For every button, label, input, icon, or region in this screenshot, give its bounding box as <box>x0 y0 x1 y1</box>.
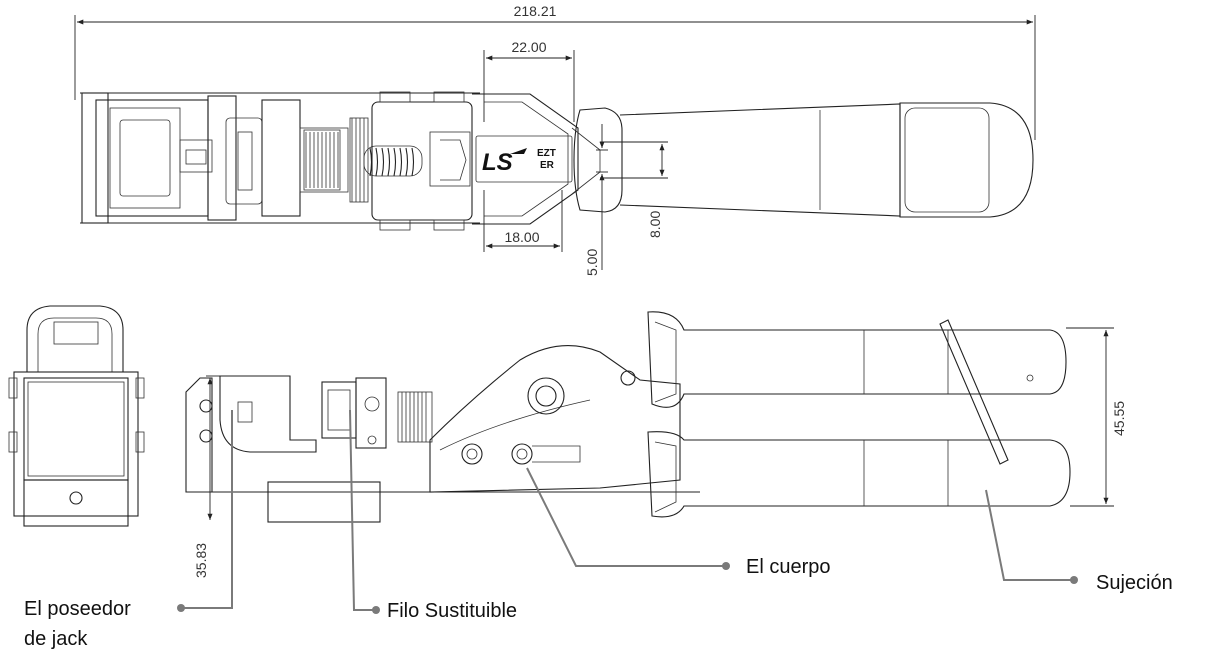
dim-head-height: 35.83 <box>193 543 209 578</box>
grip-lower <box>647 431 1071 518</box>
dim-overall-length: 218.21 <box>514 3 557 19</box>
label-jack-holder-2: de jack <box>24 628 88 650</box>
jack-holder <box>219 375 317 453</box>
dim-head-base: 18.00 <box>504 229 539 245</box>
replaceable-blade <box>321 377 433 449</box>
model-line-1: EZT <box>537 148 556 159</box>
side-view: 45.55 35.83 <box>185 311 1127 578</box>
brand-logo: LS <box>482 149 513 176</box>
label-grip: Sujeción <box>1096 572 1173 594</box>
model-line-2: ER <box>540 160 555 171</box>
label-body: El cuerpo <box>746 556 831 578</box>
callout-blade: Filo Sustituible <box>349 409 517 622</box>
grip-upper <box>647 311 1067 408</box>
dim-head-length: 22.00 <box>511 39 546 55</box>
body <box>429 345 681 493</box>
callout-grip: Sujeción <box>985 489 1173 594</box>
dim-opening-a: 8.00 <box>647 211 663 238</box>
dim-handle-height: 45.55 <box>1111 401 1127 436</box>
end-view <box>8 305 145 527</box>
callout-body: El cuerpo <box>526 467 831 578</box>
top-view: 218.21 <box>74 3 1036 276</box>
blade-gear <box>303 117 369 203</box>
callout-jack-holder: El poseedor de jack <box>24 410 233 650</box>
dim-opening-b: 5.00 <box>584 249 600 276</box>
spring <box>363 145 423 177</box>
label-blade: Filo Sustituible <box>387 600 517 622</box>
label-jack-holder-1: El poseedor <box>24 598 131 620</box>
